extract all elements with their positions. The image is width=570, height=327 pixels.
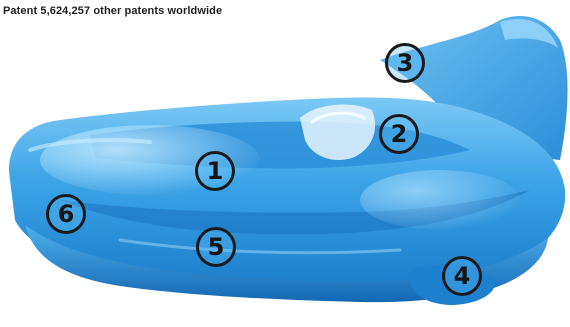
callout-6: 6 [46, 194, 86, 234]
callout-3: 3 [385, 43, 425, 83]
callout-2: 2 [379, 114, 419, 154]
callout-4-label: 4 [454, 264, 471, 288]
callout-5-label: 5 [208, 235, 225, 259]
callout-1-label: 1 [207, 159, 224, 183]
callout-5: 5 [196, 227, 236, 267]
callout-4: 4 [442, 256, 482, 296]
callout-1: 1 [195, 151, 235, 191]
callout-6-label: 6 [58, 202, 75, 226]
callout-2-label: 2 [391, 122, 408, 146]
callout-3-label: 3 [397, 51, 414, 75]
